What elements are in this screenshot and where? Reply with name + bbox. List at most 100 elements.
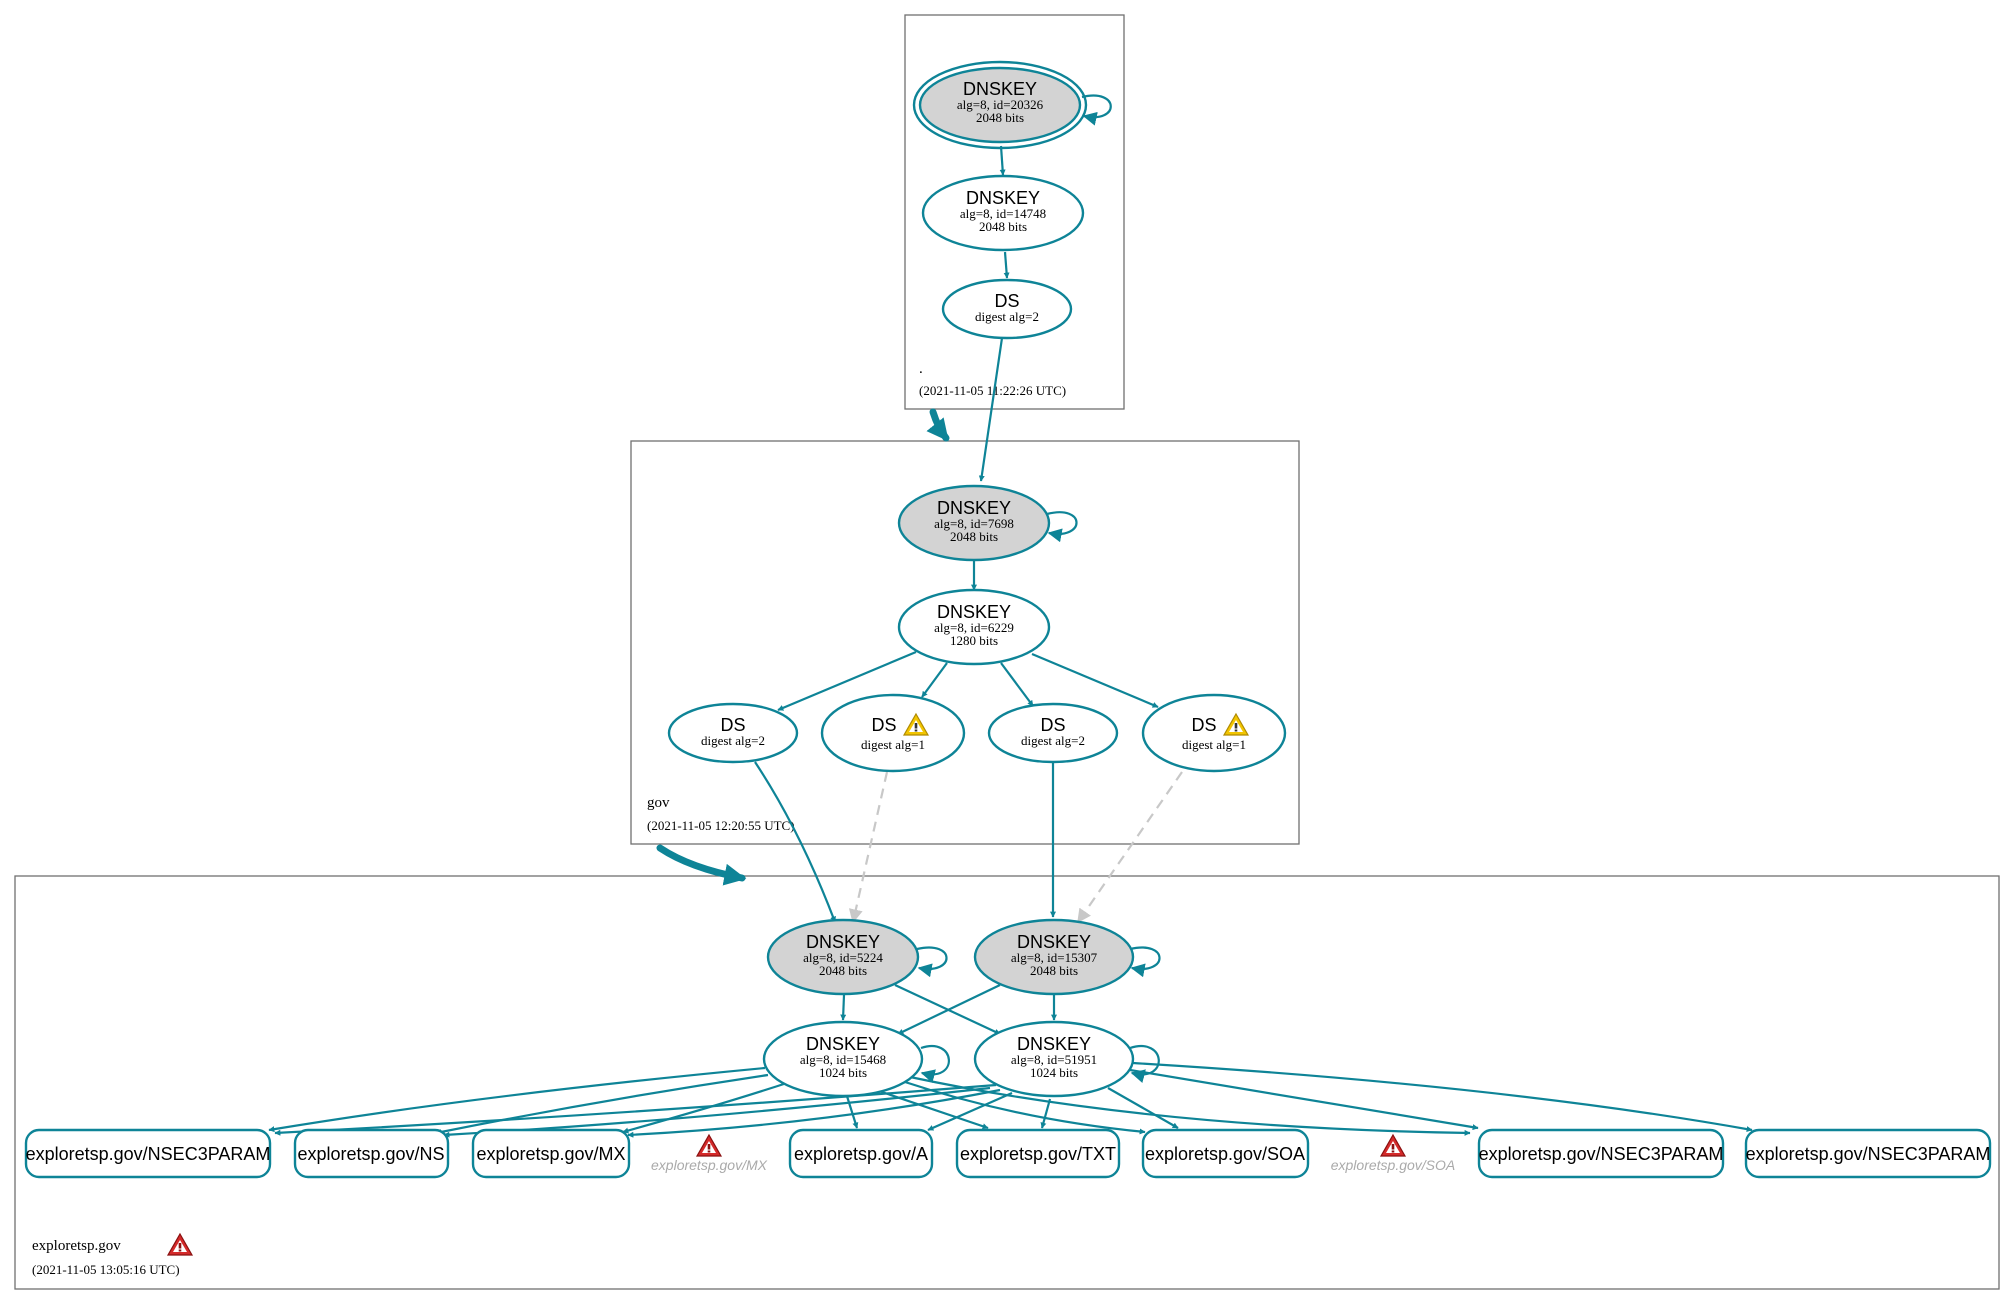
edge-zsk2-soa: [1107, 1087, 1179, 1129]
node-gov-ds-2-title: DS: [871, 715, 896, 735]
zone-exploretsp: exploretsp.gov (2021-11-05 13:05:16 UTC): [14, 875, 2000, 1290]
delegation-arrow-gov-exploretsp: [656, 844, 747, 886]
node-ex-zsk-1[interactable]: DNSKEY alg=8, id=15468 1024 bits: [762, 1020, 924, 1098]
node-root-ksk-id: alg=8, id=20326: [957, 97, 1044, 112]
rrset-label: exploretsp.gov/A: [794, 1144, 928, 1164]
edge-zsk1-a: [844, 1092, 859, 1129]
rrset-label: exploretsp.gov/NSEC3PARAM: [1479, 1144, 1724, 1164]
rrset-mx[interactable]: exploretsp.gov/MX: [471, 1128, 631, 1179]
edge-zsk1-nsec3param-1: [268, 1066, 766, 1133]
self-loops: [916, 94, 1161, 1083]
node-root-zsk-id: alg=8, id=14748: [960, 206, 1046, 221]
rrset-label: exploretsp.gov/NSEC3PARAM: [26, 1144, 271, 1164]
rrset-ns[interactable]: exploretsp.gov/NS: [293, 1128, 450, 1179]
node-ex-ksk-1[interactable]: DNSKEY alg=8, id=5224 2048 bits: [766, 918, 920, 996]
rrset-a[interactable]: exploretsp.gov/A: [788, 1128, 934, 1179]
zone-gov-time: (2021-11-05 12:20:55 UTC): [647, 818, 795, 833]
rrset-nsec3param-1[interactable]: exploretsp.gov/NSEC3PARAM: [24, 1128, 272, 1179]
edge-gov-ds1-ex-ksk1: [754, 761, 837, 923]
node-ex-zsk-1-id: alg=8, id=15468: [800, 1052, 886, 1067]
zone-gov: gov (2021-11-05 12:20:55 UTC): [630, 440, 1300, 845]
delegation-arrow-root-gov: [926, 408, 950, 442]
node-gov-ds-3-title: DS: [1040, 715, 1065, 735]
node-gov-ksk-id: alg=8, id=7698: [934, 516, 1014, 531]
edge-zsk1-ns: [435, 1073, 769, 1135]
self-loop-ex-zsk1: [920, 1045, 950, 1083]
node-gov-ds-2[interactable]: DS digest alg=1: [820, 693, 966, 773]
edge-zsk2-mx: [627, 1088, 1001, 1138]
rrset-soa[interactable]: exploretsp.gov/SOA: [1141, 1128, 1310, 1179]
node-root-zsk-title: DNSKEY: [966, 188, 1040, 208]
nonexistent-mx-label: exploretsp.gov/MX: [651, 1157, 768, 1173]
node-gov-ksk[interactable]: DNSKEY alg=8, id=7698 2048 bits: [897, 484, 1051, 562]
node-root-ksk[interactable]: DNSKEY alg=8, id=20326 2048 bits: [912, 60, 1088, 150]
node-gov-ksk-bits: 2048 bits: [950, 529, 998, 544]
node-ex-zsk-1-bits: 1024 bits: [819, 1065, 867, 1080]
node-root-zsk[interactable]: DNSKEY alg=8, id=14748 2048 bits: [921, 174, 1085, 252]
node-ex-ksk-2-id: alg=8, id=15307: [1011, 950, 1098, 965]
node-ex-zsk-1-title: DNSKEY: [806, 1034, 880, 1054]
node-gov-ksk-title: DNSKEY: [937, 498, 1011, 518]
zone-root-time: (2021-11-05 11:22:26 UTC): [919, 383, 1066, 398]
node-gov-zsk-id: alg=8, id=6229: [934, 620, 1014, 635]
edge-gov-zsk-ds4: [1031, 652, 1159, 709]
zone-gov-name: gov: [647, 795, 670, 811]
edge-zsk2-txt: [1040, 1098, 1052, 1129]
node-root-ksk-bits: 2048 bits: [976, 110, 1024, 125]
self-loop-root-ksk: [1081, 94, 1112, 126]
node-root-ksk-title: DNSKEY: [963, 79, 1037, 99]
rrset-label: exploretsp.gov/MX: [476, 1144, 625, 1164]
self-loop-gov-ksk: [1046, 511, 1078, 543]
edge-gov-zsk-ds1: [777, 650, 917, 712]
node-gov-ds-1-digest: digest alg=2: [701, 733, 765, 748]
node-gov-ds-3[interactable]: DS digest alg=2: [987, 702, 1119, 764]
edge-gov-zsk-ds2: [921, 662, 948, 698]
rrset-label: exploretsp.gov/SOA: [1145, 1144, 1305, 1164]
edge-root-ksk-zsk: [999, 145, 1006, 176]
node-ex-zsk-2-id: alg=8, id=51951: [1011, 1052, 1097, 1067]
rrset-label: exploretsp.gov/NS: [297, 1144, 444, 1164]
edge-root-ds-gov-ksk: [978, 337, 1004, 482]
node-root-ds-digest: digest alg=2: [975, 309, 1039, 324]
node-ex-zsk-2-bits: 1024 bits: [1030, 1065, 1078, 1080]
zone-root: . (2021-11-05 11:22:26 UTC): [904, 14, 1125, 410]
zone-error-icon: [166, 1232, 194, 1256]
edge-zsk2-nsec3param-2: [1129, 1068, 1479, 1131]
nonexistent-soa-label: exploretsp.gov/SOA: [1331, 1157, 1456, 1173]
node-ex-ksk-1-bits: 2048 bits: [819, 963, 867, 978]
node-root-zsk-bits: 2048 bits: [979, 219, 1027, 234]
rrset-nsec3param-2[interactable]: exploretsp.gov/NSEC3PARAM: [1477, 1128, 1725, 1179]
node-ex-ksk-1-title: DNSKEY: [806, 932, 880, 952]
node-gov-ds-3-digest: digest alg=2: [1021, 733, 1085, 748]
node-gov-zsk-title: DNSKEY: [937, 602, 1011, 622]
rrset-txt[interactable]: exploretsp.gov/TXT: [955, 1128, 1121, 1179]
nonexistent-mx[interactable]: exploretsp.gov/MX: [651, 1133, 768, 1173]
edge-zsk2-nsec3param-3: [1132, 1061, 1753, 1133]
node-gov-ds-1[interactable]: DS digest alg=2: [667, 702, 799, 764]
zone-exploretsp-time: (2021-11-05 13:05:16 UTC): [32, 1262, 180, 1277]
edge-zsk2-nsec3param-1: [274, 1083, 997, 1136]
zone-root-name: .: [919, 361, 923, 377]
node-ex-ksk-2-bits: 2048 bits: [1030, 963, 1078, 978]
edge-zsk2-a: [927, 1091, 1013, 1132]
rrset-label: exploretsp.gov/NSEC3PARAM: [1746, 1144, 1991, 1164]
node-gov-ds-4[interactable]: DS digest alg=1: [1141, 693, 1287, 773]
node-gov-ds-4-digest: digest alg=1: [1182, 737, 1246, 752]
self-loop-ex-zsk2: [1129, 1045, 1160, 1083]
node-gov-zsk[interactable]: DNSKEY alg=8, id=6229 1280 bits: [897, 588, 1051, 666]
nonexistent-soa[interactable]: exploretsp.gov/SOA: [1331, 1133, 1456, 1173]
warning-icon: [1222, 712, 1250, 736]
rrset-nsec3param-3[interactable]: exploretsp.gov/NSEC3PARAM: [1744, 1128, 1992, 1179]
edge-zsk1-txt: [875, 1088, 989, 1130]
error-icon: [1379, 1133, 1407, 1157]
edge-gov-ds4-ex-ksk2: [1077, 771, 1183, 924]
self-loop-ex-ksk2: [1129, 946, 1161, 978]
node-ex-ksk-2[interactable]: DNSKEY alg=8, id=15307 2048 bits: [973, 918, 1135, 996]
node-ex-zsk-2[interactable]: DNSKEY alg=8, id=51951 1024 bits: [973, 1020, 1135, 1098]
node-ex-ksk-2-title: DNSKEY: [1017, 932, 1091, 952]
node-gov-ds-4-title: DS: [1191, 715, 1216, 735]
self-loop-ex-ksk1: [916, 946, 948, 978]
node-root-ds[interactable]: DS digest alg=2: [941, 278, 1073, 340]
node-gov-ds-2-digest: digest alg=1: [861, 737, 925, 752]
